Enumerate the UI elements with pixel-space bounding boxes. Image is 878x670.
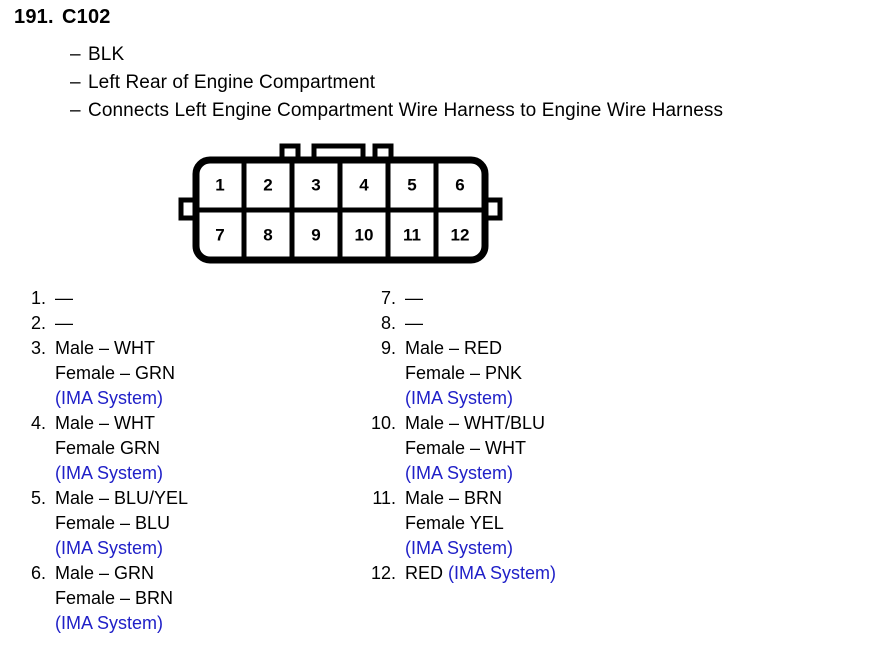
pin-entry: 11. Male – BRN Female YEL (IMA System) xyxy=(364,486,814,561)
pin-list-right-column: 7. — 8. — 9. Male – RED Female – PNK (IMA Syste… xyxy=(364,286,814,586)
pin-entry-index: 7. xyxy=(380,288,396,308)
pin-entry-body: Male – WHT/BLU Female – WHT (IMA System) xyxy=(396,411,814,486)
pin-label-6: 6 xyxy=(455,175,464,194)
pin-system-note: (IMA System) xyxy=(55,538,164,558)
bullet-dash-icon: – xyxy=(70,44,81,65)
pin-wire-line: Female – WHT xyxy=(405,438,527,458)
pin-entry-body: Male – RED Female – PNK (IMA System) xyxy=(396,336,814,411)
pin-entry-index: 2. xyxy=(30,313,46,333)
pin-system-note: (IMA System) xyxy=(55,613,164,633)
pin-entry: 9. Male – RED Female – PNK (IMA System) xyxy=(364,336,814,411)
bullet-dash-icon: – xyxy=(70,100,81,121)
pin-entry-index: 8. xyxy=(380,313,396,333)
pin-wire-line: Male – RED xyxy=(405,338,503,358)
detail-text-color: BLK xyxy=(88,44,125,65)
pin-wire-line: — xyxy=(405,288,423,308)
pin-system-note: (IMA System) xyxy=(405,538,514,558)
pin-entry: 4. Male – WHT Female GRN (IMA System) xyxy=(14,411,364,486)
pin-entry-body: — xyxy=(46,311,364,336)
pin-entry: 1. — xyxy=(14,286,364,311)
pin-entry: 5. Male – BLU/YEL Female – BLU (IMA System) xyxy=(14,486,364,561)
pin-label-4: 4 xyxy=(359,175,369,194)
pin-entry: 3. Male – WHT Female – GRN (IMA System) xyxy=(14,336,364,411)
detail-line-location: –Left Rear of Engine Compartment xyxy=(70,72,375,94)
pin-entry-index: 10. xyxy=(370,413,396,433)
pin-label-9: 9 xyxy=(311,225,320,244)
connector-diagram: 1 2 3 4 5 6 7 8 9 10 11 12 xyxy=(178,142,503,267)
pin-entry: 7. — xyxy=(364,286,814,311)
detail-line-color: –BLK xyxy=(70,44,124,66)
pin-entry-body: Male – WHT Female GRN (IMA System) xyxy=(46,411,364,486)
pin-list-left-column: 1. — 2. — 3. Male – WHT Female – GRN (IMA Syste… xyxy=(14,286,364,636)
connector-cell-dividers xyxy=(196,160,485,260)
pin-system-note: (IMA System) xyxy=(405,463,514,483)
pin-entry-index: 5. xyxy=(30,488,46,508)
pin-entry-body: Male – BLU/YEL Female – BLU (IMA System) xyxy=(46,486,364,561)
connector-code: C102 xyxy=(62,6,111,28)
pin-wire-line: RED (IMA System) xyxy=(405,561,814,586)
pin-label-8: 8 xyxy=(263,225,272,244)
pin-entry-index: 6. xyxy=(30,563,46,583)
pin-entry-index: 9. xyxy=(380,338,396,358)
pin-wire-line: Male – BRN xyxy=(405,488,503,508)
pin-entry-body: — xyxy=(396,311,814,336)
pin-label-3: 3 xyxy=(311,175,320,194)
pin-label-10: 10 xyxy=(355,225,374,244)
pin-label-1: 1 xyxy=(215,175,224,194)
pin-wire-line: Male – WHT xyxy=(55,413,156,433)
pin-system-note: (IMA System) xyxy=(55,463,164,483)
pin-system-note: (IMA System) xyxy=(405,388,514,408)
pin-entry-index: 12. xyxy=(370,563,396,583)
pin-wire-line: Female – GRN xyxy=(55,363,176,383)
pin-wire-color: RED xyxy=(405,563,449,583)
pin-entry: 10. Male – WHT/BLU Female – WHT (IMA System… xyxy=(364,411,814,486)
pin-wire-line: — xyxy=(55,288,73,308)
pin-entry-index: 11. xyxy=(372,488,396,508)
pin-entry-index: 3. xyxy=(30,338,46,358)
connector-pin-labels-bottom: 7 8 9 10 11 12 xyxy=(215,225,469,244)
pin-wire-line: — xyxy=(405,313,423,333)
detail-text-location: Left Rear of Engine Compartment xyxy=(88,72,376,93)
pin-wire-line: Female – BLU xyxy=(55,513,171,533)
pin-wire-line: Male – WHT xyxy=(55,338,156,358)
pin-wire-line: Female GRN xyxy=(55,438,161,458)
pin-entry-body: Male – GRN Female – BRN (IMA System) xyxy=(46,561,364,636)
pin-label-2: 2 xyxy=(263,175,272,194)
pin-entry: 2. — xyxy=(14,311,364,336)
pin-label-12: 12 xyxy=(451,225,470,244)
pin-entry: 8. — xyxy=(364,311,814,336)
pin-wire-line: Male – GRN xyxy=(55,563,155,583)
pin-entry: 12. RED (IMA System) xyxy=(364,561,814,586)
item-number: 191. xyxy=(14,6,54,28)
pin-system-note: (IMA System) xyxy=(448,563,557,583)
connector-pin-labels-top: 1 2 3 4 5 6 xyxy=(215,175,464,194)
pin-entry-body: — xyxy=(46,286,364,311)
pin-entry-body: Male – WHT Female – GRN (IMA System) xyxy=(46,336,364,411)
bullet-dash-icon: – xyxy=(70,72,81,93)
pin-entry-body: RED (IMA System) xyxy=(396,561,814,586)
pin-wire-line: — xyxy=(55,313,73,333)
pin-entry: 6. Male – GRN Female – BRN (IMA System) xyxy=(14,561,364,636)
pin-label-7: 7 xyxy=(215,225,224,244)
pin-entry-index: 4. xyxy=(30,413,46,433)
pin-entry-body: — xyxy=(396,286,814,311)
pin-wire-line: Female YEL xyxy=(405,513,504,533)
pin-system-note: (IMA System) xyxy=(55,388,164,408)
detail-text-connects: Connects Left Engine Compartment Wire Ha… xyxy=(88,100,724,121)
pin-wire-line: Female – PNK xyxy=(405,363,523,383)
pin-wire-line: Female – BRN xyxy=(55,588,174,608)
pin-wire-line: Male – BLU/YEL xyxy=(55,488,189,508)
detail-line-connects: –Connects Left Engine Compartment Wire H… xyxy=(70,100,723,122)
page-title: 191. C102 xyxy=(14,6,111,29)
pin-entry-body: Male – BRN Female YEL (IMA System) xyxy=(396,486,814,561)
pin-label-5: 5 xyxy=(407,175,416,194)
pin-label-11: 11 xyxy=(403,225,421,244)
pin-entry-index: 1. xyxy=(30,288,46,308)
pin-wire-line: Male – WHT/BLU xyxy=(405,413,546,433)
